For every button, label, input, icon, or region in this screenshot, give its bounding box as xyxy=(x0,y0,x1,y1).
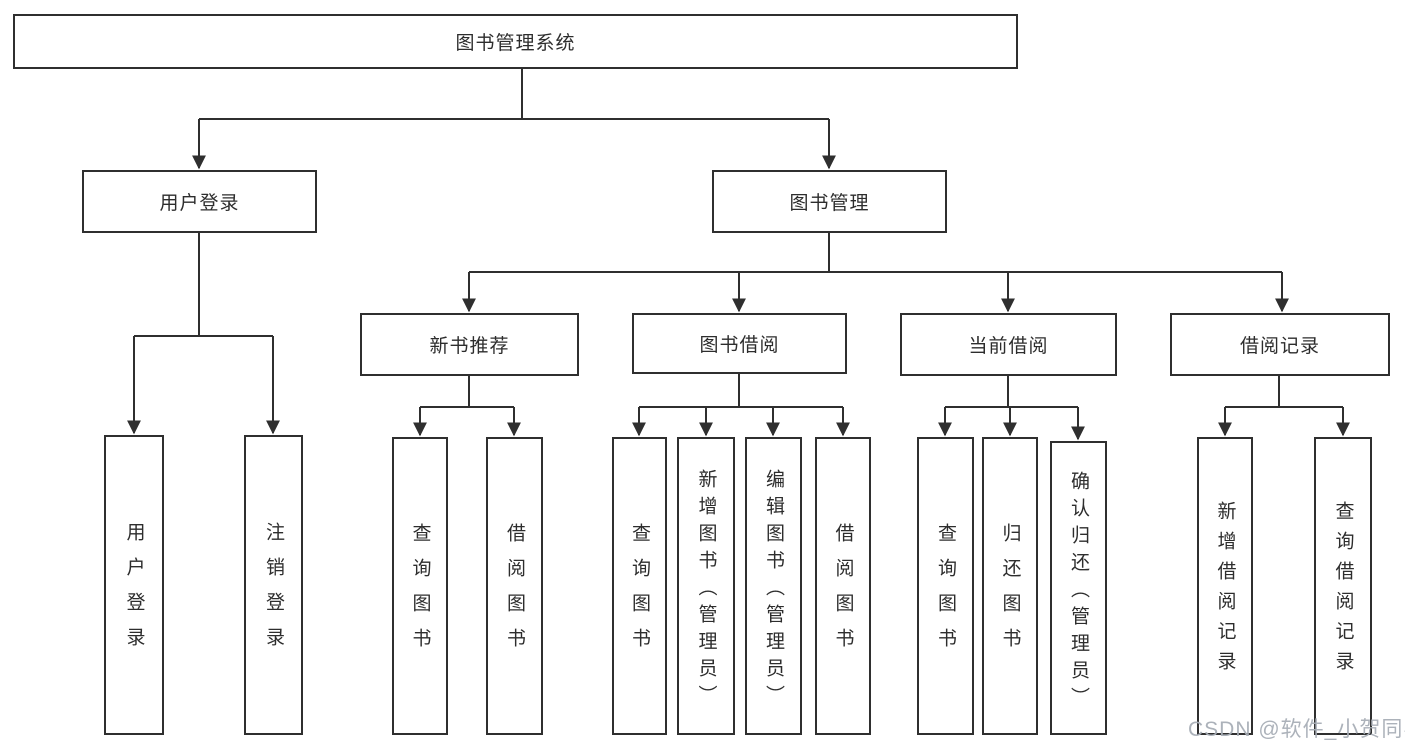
csdn-watermark: CSDN @软件_小贺同学 xyxy=(1188,718,1405,741)
node-book-borrow: 图书借阅 xyxy=(632,313,847,374)
node-borrow-record: 借阅记录 xyxy=(1170,313,1390,376)
node-user-login: 用户登录 xyxy=(82,170,317,233)
leaf-borrow-query-book: 查询图书 xyxy=(612,437,667,735)
leaf-current-query-book: 查询图书 xyxy=(917,437,974,735)
leaf-add-borrow-record: 新增借阅记录 xyxy=(1197,437,1253,735)
leaf-return-book: 归还图书 xyxy=(982,437,1038,735)
leaf-confirm-return-admin: 确认归还（管理员） xyxy=(1050,441,1107,735)
leaf-logout: 注销登录 xyxy=(244,435,303,735)
node-root-system: 图书管理系统 xyxy=(13,14,1018,69)
leaf-recommend-borrow-book: 借阅图书 xyxy=(486,437,543,735)
node-current-borrow: 当前借阅 xyxy=(900,313,1117,376)
leaf-borrow-book: 借阅图书 xyxy=(815,437,871,735)
leaf-query-borrow-record: 查询借阅记录 xyxy=(1314,437,1372,735)
node-new-book-recommend: 新书推荐 xyxy=(360,313,579,376)
node-book-management: 图书管理 xyxy=(712,170,947,233)
leaf-user-login: 用户登录 xyxy=(104,435,164,735)
leaf-recommend-query-book: 查询图书 xyxy=(392,437,448,735)
leaf-edit-book-admin: 编辑图书（管理员） xyxy=(745,437,802,735)
leaf-add-book-admin: 新增图书（管理员） xyxy=(677,437,735,735)
